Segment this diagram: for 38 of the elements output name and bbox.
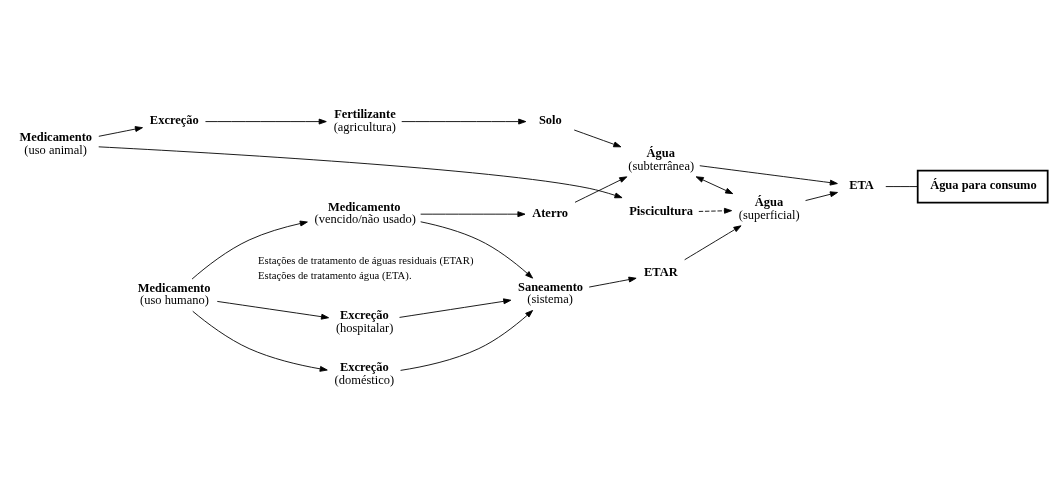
node-text: Medicamento (uso humano) [137,280,211,307]
node-text: Água (subterrânea) [628,145,695,173]
arrow [400,309,534,371]
node-text: Excreção [149,112,199,127]
arrow [205,118,327,125]
arrow [401,118,527,125]
node-text: ETA [849,177,874,192]
arrow [695,175,734,194]
node-text: Piscicultura [629,203,693,218]
arrow [191,220,308,279]
node-text: Medicamento (vencido/não usado) [314,199,416,226]
node-box: Água para consumo [916,169,1049,203]
node-text: Excreção (doméstico) [334,359,395,386]
arrow [805,190,838,201]
node-text: Água (superficial) [738,194,800,222]
label: Estações de tratamento água (ETA). [258,268,412,281]
node-text: Aterro [532,205,568,220]
label: Estações de tratamento de águas residuais (ETAR) [258,253,474,266]
node-text: Solo [538,112,562,127]
arrow [574,175,628,203]
node-text: Excreção (hospitalar) [335,307,394,335]
node-text: ETAR [643,264,678,279]
arrow [98,145,623,198]
arrow [420,220,534,279]
connector [885,185,919,187]
arrow [699,164,838,186]
node-text: Medicamento (uso animal) [19,129,93,157]
arrow [698,207,733,214]
arrow [684,224,742,260]
arrow [216,300,330,320]
arrow [399,297,512,318]
node-text: Fertilizante (agricultura) [333,106,396,134]
arrow [192,310,328,372]
arrow [588,276,637,287]
arrow [98,125,143,137]
arrow [573,129,622,147]
arrow [420,210,526,217]
node-text: Saneamento (sistema) [517,279,584,306]
